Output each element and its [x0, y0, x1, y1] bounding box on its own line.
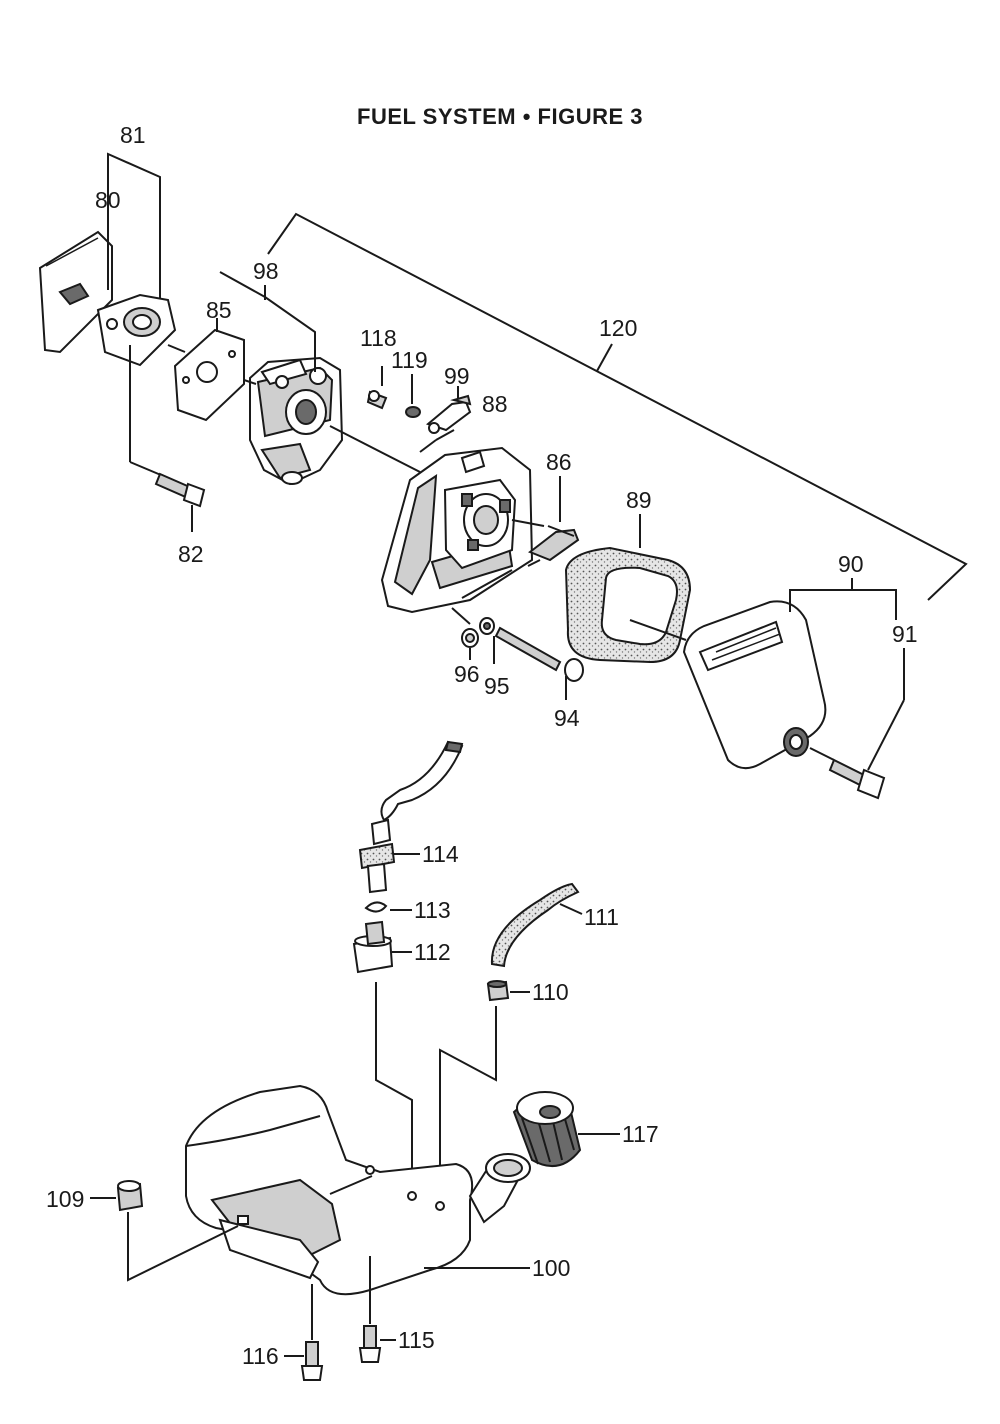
- callout-91: 91: [892, 621, 918, 647]
- callout-112: 112: [414, 939, 451, 965]
- callout-labels: 81 80 98 85 82 118 119 99 88 120 86 89 9…: [46, 122, 918, 1369]
- carburetor-spacer-part: [96, 293, 177, 367]
- callout-117: 117: [622, 1121, 659, 1147]
- air-cleaner-cover-90-part: [682, 600, 827, 770]
- bracket-120: [267, 212, 968, 601]
- callout-120: 120: [599, 315, 637, 341]
- washer-96-part: [461, 628, 479, 660]
- diagram-title: FUEL SYSTEM • FIGURE 3: [357, 104, 643, 129]
- callout-95: 95: [484, 673, 510, 699]
- screw-91-part: [809, 747, 886, 800]
- grommet-112-part: [352, 920, 413, 1196]
- bracket-98: [219, 271, 316, 372]
- bushing-109-part: [90, 1180, 239, 1282]
- callout-115: 115: [398, 1327, 435, 1353]
- foam-filter-89-part: [564, 514, 692, 664]
- bolt-94-part: [451, 607, 584, 700]
- lever-86-part: [511, 476, 580, 567]
- callout-89: 89: [626, 487, 652, 513]
- callout-96: 96: [454, 661, 480, 687]
- callout-116: 116: [242, 1343, 279, 1369]
- callout-90: 90: [838, 551, 864, 577]
- callout-99: 99: [444, 363, 470, 389]
- fuel-tank-100-part: [185, 1084, 531, 1296]
- vent-tube-111-part: [490, 882, 583, 968]
- callout-100: 100: [532, 1255, 570, 1281]
- callout-110: 110: [532, 979, 569, 1005]
- fuel-line-114-part: [358, 740, 464, 894]
- vent-110-part: [439, 980, 530, 1196]
- screw-115-part: [358, 1256, 396, 1363]
- callout-109: 109: [46, 1186, 84, 1212]
- bracket-90-91: [789, 578, 905, 771]
- callout-80: 80: [95, 187, 121, 213]
- screw-82-part: [129, 345, 206, 532]
- gasket-85-part: [167, 318, 245, 422]
- callout-111: 111: [584, 904, 619, 930]
- callout-118: 118: [360, 325, 397, 351]
- bracket-80-81: [107, 152, 161, 298]
- callout-85: 85: [206, 297, 232, 323]
- callout-113: 113: [414, 897, 451, 923]
- callout-81: 81: [120, 122, 146, 148]
- screw-116-part: [284, 1284, 324, 1381]
- callout-82: 82: [178, 541, 204, 567]
- link-99-part: [425, 386, 472, 434]
- callout-119: 119: [391, 347, 428, 373]
- callout-98: 98: [253, 258, 279, 284]
- screw-118-part: [366, 366, 388, 410]
- callout-88: 88: [482, 391, 508, 417]
- callout-114: 114: [422, 841, 459, 867]
- air-cleaner-case-88-part: [380, 429, 534, 614]
- fuel-cap-117-part: [512, 1091, 620, 1168]
- callout-94: 94: [554, 705, 580, 731]
- callout-86: 86: [546, 449, 572, 475]
- washer-95-part: [479, 617, 495, 664]
- carburetor-98-part: [243, 356, 344, 486]
- clip-113-part: [364, 901, 412, 913]
- insulator-plate-part: [38, 230, 113, 354]
- washer-119-part: [405, 374, 421, 418]
